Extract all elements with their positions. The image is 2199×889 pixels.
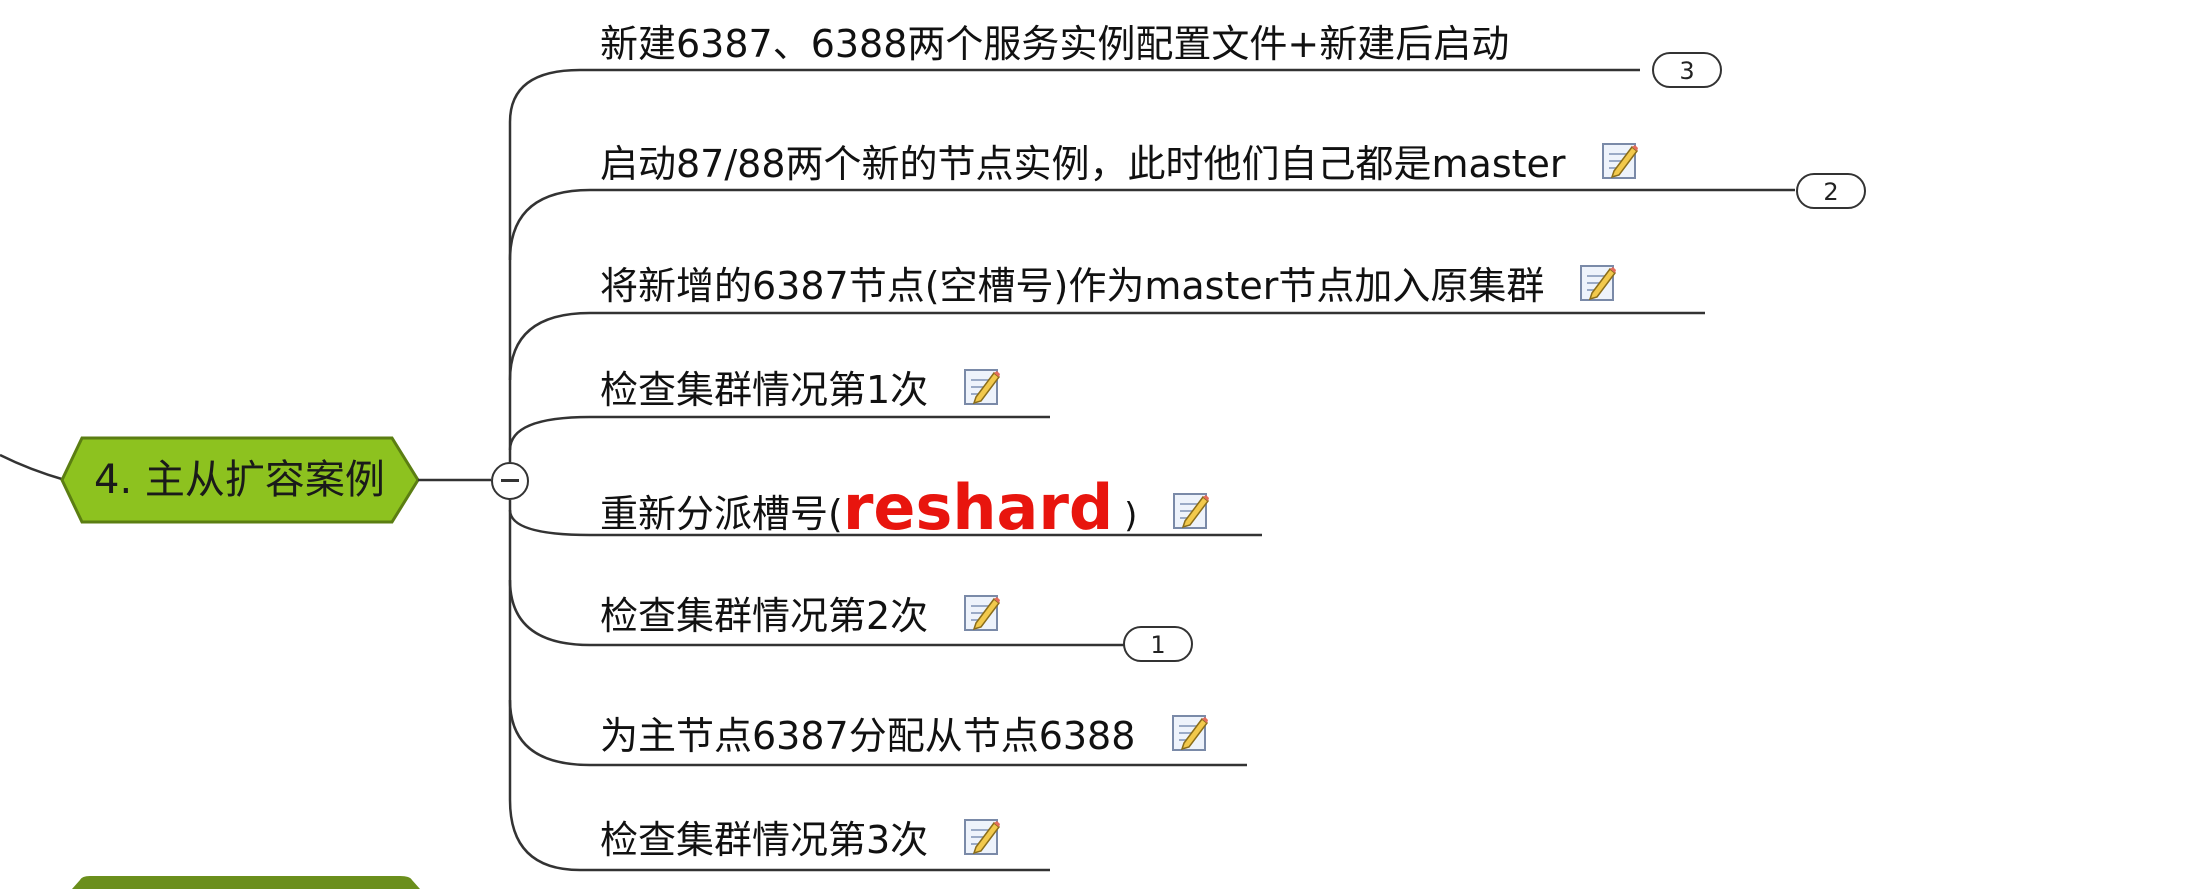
marker-badge-3: 3 bbox=[1652, 52, 1722, 88]
note-icon[interactable] bbox=[1578, 263, 1618, 303]
branch-label-suffix: ) bbox=[1113, 496, 1138, 536]
branch-topic-8[interactable]: 检查集群情况第3次 bbox=[600, 812, 1002, 868]
note-icon[interactable] bbox=[962, 593, 1002, 633]
note-icon[interactable] bbox=[1170, 713, 1210, 753]
branch-label: 启动87/88两个新的节点实例，此时他们自己都是master bbox=[600, 142, 1566, 186]
central-topic-label[interactable]: 4. 主从扩容案例 bbox=[94, 457, 385, 503]
branch-label-highlight: reshard bbox=[842, 471, 1114, 544]
collapse-button[interactable] bbox=[491, 462, 529, 500]
marker-badge-1: 1 bbox=[1123, 626, 1193, 662]
branch-topic-6[interactable]: 检查集群情况第2次 bbox=[600, 588, 1002, 644]
note-icon[interactable] bbox=[962, 367, 1002, 407]
branch-topic-1[interactable]: 新建6387、6388两个服务实例配置文件+新建后启动 bbox=[600, 16, 1509, 72]
branch-label: 新建6387、6388两个服务实例配置文件+新建后启动 bbox=[600, 22, 1510, 66]
marker-badge-2: 2 bbox=[1796, 173, 1866, 209]
branch-label: 检查集群情况第3次 bbox=[600, 818, 929, 862]
branch-topic-5[interactable]: 重新分派槽号(reshard ) bbox=[600, 477, 1211, 539]
branch-topic-7[interactable]: 为主节点6387分配从节点6388 bbox=[600, 708, 1210, 764]
branch-label: 检查集群情况第1次 bbox=[600, 368, 929, 412]
branch-topic-2[interactable]: 启动87/88两个新的节点实例，此时他们自己都是master bbox=[600, 136, 1640, 192]
branch-label: 为主节点6387分配从节点6388 bbox=[600, 714, 1136, 758]
branch-topic-3[interactable]: 将新增的6387节点(空槽号)作为master节点加入原集群 bbox=[600, 258, 1618, 314]
central-topic-shape bbox=[60, 436, 420, 524]
branch-label: 检查集群情况第2次 bbox=[600, 594, 929, 638]
branch-topic-4[interactable]: 检查集群情况第1次 bbox=[600, 362, 1002, 418]
branch-label-prefix: 重新分派槽号( bbox=[600, 492, 843, 536]
note-icon[interactable] bbox=[1171, 491, 1211, 531]
note-icon[interactable] bbox=[1600, 141, 1640, 181]
note-icon[interactable] bbox=[962, 817, 1002, 857]
branch-label: 将新增的6387节点(空槽号)作为master节点加入原集群 bbox=[600, 264, 1545, 308]
